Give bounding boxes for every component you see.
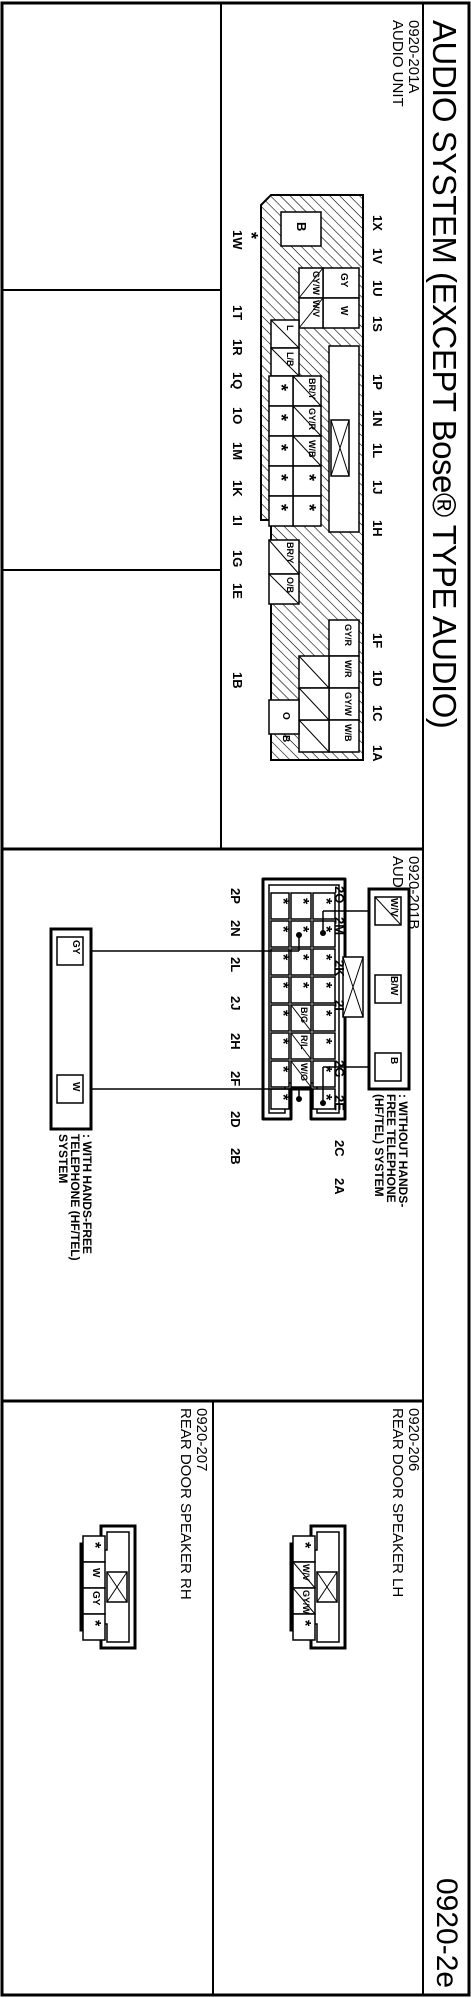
cavity-label: GY/W (311, 271, 321, 295)
cavity-star: * (274, 954, 291, 961)
cavity-label: BR/Y (307, 378, 317, 400)
cavity-label: W/R (343, 660, 353, 678)
pin-label: 2D (228, 1111, 243, 1128)
wire-color: GY (70, 940, 81, 955)
cavity-star: * (317, 954, 334, 961)
cavity-label: GY (90, 1591, 101, 1606)
cavity-star: * (317, 982, 334, 989)
pin-label: 2K (332, 960, 347, 977)
connector-201b-face (49, 877, 411, 1131)
cavity-star: * (296, 1542, 313, 1549)
cavity-star: * (274, 926, 291, 933)
connector-207-face (79, 1524, 137, 1650)
cavity-star: * (274, 898, 291, 905)
cavity-star: * (294, 982, 311, 989)
cavity-star: * (317, 1038, 334, 1045)
cavity-star: * (274, 1010, 291, 1017)
cavity-star: * (271, 384, 291, 392)
pin-label: 2P (228, 888, 243, 904)
cavity-label: B (280, 735, 291, 743)
cavity-star: * (299, 504, 319, 512)
pin-label: 2O (332, 886, 347, 904)
pin-label: 2N (228, 920, 243, 937)
connector-207-label: 0920-207 REAR DOOR SPEAKER RH (177, 1408, 210, 1600)
cavity-star: * (294, 954, 311, 961)
cavity-label: BR/Y (285, 542, 295, 564)
cavity-label: W (338, 306, 349, 316)
pin-label: 2E (332, 1095, 347, 1111)
cavity-star: * (271, 504, 291, 512)
cavity-label: W/B (307, 440, 317, 458)
cavity-label: O (280, 712, 291, 720)
pin-label: 2A (332, 1178, 347, 1195)
pin-label: 2M (332, 917, 347, 936)
wire-color: B/W (388, 976, 399, 996)
cavity-star: * (294, 926, 311, 933)
pin-label: 2I (332, 1000, 347, 1011)
cavity-label: B (294, 222, 309, 232)
cavity-label: W/V (301, 1564, 311, 1581)
wire-color: B (388, 1057, 399, 1065)
pin-label: 2J (228, 996, 243, 1011)
pin-label: 2C (332, 1140, 347, 1157)
cavity-label: GY/R (343, 624, 353, 647)
pin-label: 2F (228, 1071, 243, 1087)
cavity-label: B/G (299, 1007, 309, 1024)
cavity-star: * (317, 1010, 334, 1017)
cavity-label: GY/R (307, 408, 317, 431)
pin-label: 2L (228, 957, 243, 973)
cavity-label: W/B (343, 724, 353, 742)
connector-201a-face (260, 194, 364, 761)
cavity-star: * (86, 1620, 103, 1627)
cavity-star: * (86, 1542, 103, 1549)
cavity-label: L (285, 325, 295, 331)
connector-206-label: 0920-206 REAR DOOR SPEAKER LH (389, 1408, 422, 1598)
pin-label: 2B (228, 1148, 243, 1165)
cavity-star: * (317, 1094, 334, 1101)
pin-label: 2H (228, 1033, 243, 1050)
note-with-hft: : WITH HANDS-FREE TELEPHONE (HF/TEL) SYS… (56, 1134, 94, 1261)
wire-color: W/V (388, 898, 399, 917)
cavity-star: * (296, 1620, 313, 1627)
cavity-star: * (317, 1066, 334, 1073)
cavity-star: * (299, 474, 319, 482)
wire-color: W (70, 1082, 81, 1092)
cavity-star: * (274, 1038, 291, 1045)
connector-name: REAR DOOR SPEAKER LH (389, 1408, 406, 1598)
cavity-label: R/L (299, 1035, 309, 1050)
cavity-star: * (274, 1066, 291, 1073)
cavity-star: * (271, 414, 291, 422)
cavity-star: * (271, 474, 291, 482)
cavity-star: * (317, 898, 334, 905)
connector-code: 0920-206 (405, 1408, 422, 1472)
cavity-star: * (274, 982, 291, 989)
pin-label: 2G (332, 1060, 347, 1078)
cavity-label: L/B (285, 352, 295, 367)
cavity-star: * (271, 444, 291, 452)
cavity-label: W/V (311, 300, 321, 317)
cavity-star: * (294, 898, 311, 905)
cavity-star: * (241, 232, 261, 240)
cavity-label: GY/W (301, 1590, 311, 1614)
cavity-label: W/G (299, 1063, 309, 1081)
cavity-label: W (90, 1568, 101, 1578)
cavity-label: GY (338, 273, 349, 288)
cavity-label: O/B (285, 577, 295, 594)
cavity-star: * (274, 1094, 291, 1101)
cavity-star: * (317, 926, 334, 933)
connector-code: 0920-207 (193, 1408, 210, 1472)
cavity-label: GY/W (343, 692, 353, 716)
connector-206-face (289, 1524, 347, 1650)
connector-name: REAR DOOR SPEAKER RH (177, 1408, 194, 1600)
note-without-hft: : WITHOUT HANDS-FREE TELEPHONE (HF/TEL) … (372, 1094, 410, 1208)
